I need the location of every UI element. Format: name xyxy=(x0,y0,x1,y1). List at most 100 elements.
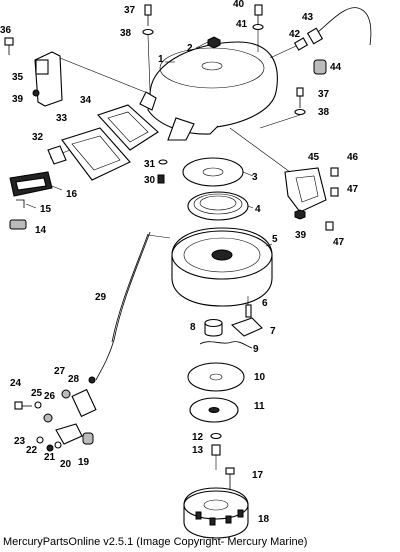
starter-handle-16 xyxy=(9,171,53,197)
label-47-bottom: 47 xyxy=(333,237,345,248)
bolt-17 xyxy=(225,467,235,490)
cap-14 xyxy=(9,219,27,230)
nut-39-left xyxy=(32,89,40,97)
label-9: 9 xyxy=(253,344,259,355)
washer-38-right xyxy=(294,108,306,116)
label-43: 43 xyxy=(302,12,314,23)
washer-38-top xyxy=(142,28,154,36)
throttle-cable-43 xyxy=(317,7,372,46)
label-37-right: 37 xyxy=(318,89,330,100)
screw-13 xyxy=(211,444,221,456)
label-38-right: 38 xyxy=(318,107,330,118)
spacer-26 xyxy=(43,413,53,423)
label-5: 5 xyxy=(272,234,278,245)
label-2: 2 xyxy=(187,43,193,54)
washer-41 xyxy=(252,23,264,31)
nut-21 xyxy=(54,441,62,449)
label-24: 24 xyxy=(10,378,22,389)
washer-12 xyxy=(210,432,222,440)
washer-10 xyxy=(187,362,245,392)
cable-29 xyxy=(95,231,151,381)
nut-2 xyxy=(207,36,221,49)
insert-15 xyxy=(16,199,25,208)
label-18: 18 xyxy=(258,514,270,525)
label-11: 11 xyxy=(254,401,265,412)
label-23: 23 xyxy=(14,436,26,447)
label-36: 36 xyxy=(0,25,12,36)
cable-connector-42 xyxy=(293,27,324,51)
label-42: 42 xyxy=(289,29,301,40)
bolt-37-right xyxy=(296,87,304,108)
pawl-7 xyxy=(230,317,263,337)
handle-guide-33 xyxy=(61,127,131,181)
link-28 xyxy=(71,376,97,418)
spring-9 xyxy=(199,341,253,349)
label-8: 8 xyxy=(190,322,196,333)
label-1: 1 xyxy=(158,54,164,65)
screw-47-bottom xyxy=(325,221,334,231)
label-25: 25 xyxy=(31,388,43,399)
pin-6 xyxy=(245,304,252,318)
bolt-24 xyxy=(14,401,32,410)
label-45: 45 xyxy=(308,152,320,163)
bolt-40 xyxy=(254,4,263,25)
washer-23 xyxy=(36,436,44,444)
label-4: 4 xyxy=(255,204,261,215)
label-37-top: 37 xyxy=(124,5,136,16)
label-47-top: 47 xyxy=(347,184,359,195)
label-6: 6 xyxy=(262,298,268,309)
part-32 xyxy=(47,145,67,165)
callout-labels: 1 2 3 4 5 6 7 8 9 10 11 12 13 14 15 16 1… xyxy=(0,0,359,525)
screw-46 xyxy=(330,167,339,177)
label-22: 22 xyxy=(26,445,38,456)
sleeve-44 xyxy=(313,59,327,75)
spring-4 xyxy=(187,191,249,221)
screw-36 xyxy=(4,37,14,55)
label-39-left: 39 xyxy=(12,94,24,105)
label-20: 20 xyxy=(60,459,72,470)
label-3: 3 xyxy=(252,172,258,183)
plate-3 xyxy=(182,157,244,187)
copyright-caption: MercuryPartsOnline v2.5.1 (Image Copyrig… xyxy=(3,536,308,548)
label-34: 34 xyxy=(80,95,92,106)
starter-housing xyxy=(139,41,278,141)
label-29: 29 xyxy=(95,292,107,303)
label-39-right: 39 xyxy=(295,230,307,241)
label-16: 16 xyxy=(66,189,78,200)
washer-31 xyxy=(158,159,168,165)
label-46: 46 xyxy=(347,152,359,163)
label-14: 14 xyxy=(35,225,47,236)
label-35: 35 xyxy=(12,72,24,83)
label-40: 40 xyxy=(233,0,245,10)
bracket-45 xyxy=(284,167,327,213)
pin-27 xyxy=(61,389,71,399)
label-10: 10 xyxy=(254,372,266,383)
label-38-top: 38 xyxy=(120,28,132,39)
label-21: 21 xyxy=(44,452,56,463)
washer-25 xyxy=(34,401,42,409)
bushing-19 xyxy=(82,432,94,445)
washer-22 xyxy=(46,444,54,452)
label-17: 17 xyxy=(252,470,264,481)
nut-39-right xyxy=(294,209,306,220)
label-41: 41 xyxy=(236,19,248,30)
label-15: 15 xyxy=(40,204,52,215)
label-27: 27 xyxy=(54,366,66,377)
bolt-37-top xyxy=(144,4,152,26)
label-33: 33 xyxy=(56,113,68,124)
screw-47-top xyxy=(330,187,339,197)
cup-18 xyxy=(183,487,249,539)
label-44: 44 xyxy=(330,62,342,73)
bolt-30 xyxy=(157,174,165,184)
label-32: 32 xyxy=(32,132,44,143)
pulley-5 xyxy=(171,227,273,307)
label-26: 26 xyxy=(44,391,56,402)
label-13: 13 xyxy=(192,445,204,456)
label-7: 7 xyxy=(270,326,276,337)
boot-34 xyxy=(97,104,159,151)
label-30: 30 xyxy=(144,175,156,186)
label-12: 12 xyxy=(192,432,204,443)
plate-11 xyxy=(189,397,239,423)
lever-20 xyxy=(55,423,83,445)
